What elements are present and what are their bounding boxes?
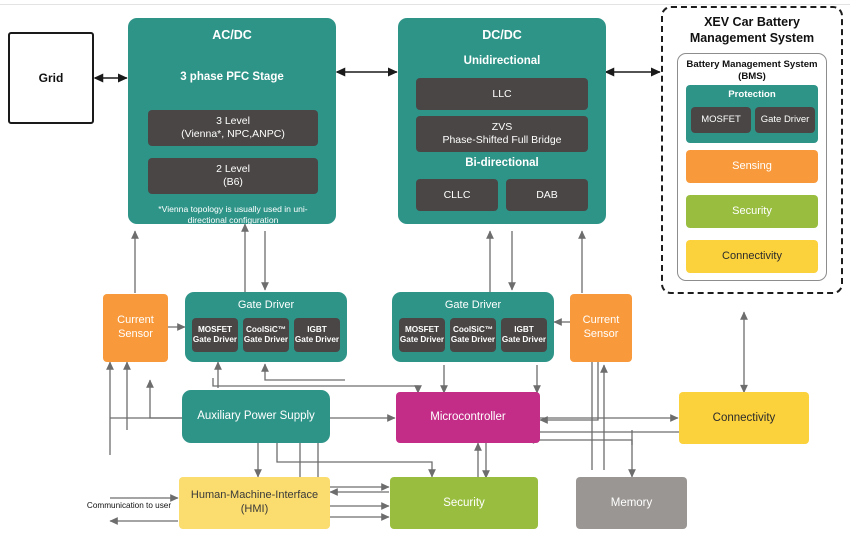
- acdc-footnote-line1: *Vienna topology is usually used in uni-: [158, 204, 308, 214]
- dcdc-cllc-label: CLLC: [443, 188, 471, 201]
- hmi-line2: (HMI): [240, 503, 269, 515]
- acdc-2level-line1: 2 Level: [216, 163, 250, 176]
- dcdc-unidirectional-label: Unidirectional: [463, 55, 541, 67]
- memory-label: Memory: [610, 496, 653, 509]
- acdc-title: AC/DC: [212, 28, 252, 42]
- gdl-mosfet-line1: MOSFET: [197, 325, 233, 334]
- bms-protection-mosfet[interactable]: MOSFET: [691, 107, 751, 133]
- bms-protection-title: Protection: [728, 89, 776, 100]
- gate-driver-left-title: Gate Driver: [237, 299, 295, 311]
- gdr-coolsic-line2: Gate Driver: [450, 335, 496, 344]
- current-sensor-left[interactable]: Current Sensor: [103, 294, 168, 362]
- hmi-line1: Human-Machine-Interface: [190, 489, 319, 502]
- connectivity-label: Connectivity: [712, 411, 776, 424]
- gdr-coolsic-line1: CoolSiC™: [452, 325, 494, 334]
- gate-driver-right[interactable]: Gate Driver MOSFET Gate Driver CoolSiC™ …: [392, 292, 554, 362]
- acdc-3level-line2: (Vienna*, NPC,ANPC): [181, 128, 285, 140]
- dcdc-block[interactable]: DC/DC Unidirectional LLC ZVS Phase-Shift…: [398, 18, 606, 224]
- acdc-footnote-line2: directional configuration: [187, 215, 279, 225]
- dcdc-cllc[interactable]: CLLC: [416, 179, 498, 211]
- hmi-block[interactable]: Human-Machine-Interface (HMI): [179, 477, 330, 529]
- current-sensor-left-line2: Sensor: [118, 328, 153, 340]
- gdl-igbt-line2: Gate Driver: [294, 335, 340, 344]
- dcdc-bidirectional-label: Bi-directional: [465, 157, 539, 169]
- grid-label: Grid: [38, 70, 64, 85]
- acdc-topology-2level[interactable]: 2 Level (B6): [148, 158, 318, 194]
- bms-security-block[interactable]: Security: [686, 195, 818, 228]
- dcdc-llc-label: LLC: [492, 87, 512, 100]
- gdl-coolsic-line2: Gate Driver: [243, 335, 289, 344]
- security-label: Security: [443, 496, 485, 509]
- bms-protection-gatedriver-label: Gate Driver: [760, 114, 810, 126]
- gdr-mosfet-line2: Gate Driver: [399, 335, 445, 344]
- auxiliary-power-supply-block[interactable]: Auxiliary Power Supply: [182, 390, 330, 443]
- gate-driver-left-igbt[interactable]: IGBT Gate Driver: [294, 318, 340, 352]
- top-divider: [0, 4, 850, 5]
- communication-to-user-label: Communication to user: [86, 501, 172, 510]
- microcontroller-label: Microcontroller: [430, 411, 506, 424]
- gate-driver-right-coolsic[interactable]: CoolSiC™ Gate Driver: [450, 318, 496, 352]
- dcdc-dab[interactable]: DAB: [506, 179, 588, 211]
- gate-driver-right-mosfet[interactable]: MOSFET Gate Driver: [399, 318, 445, 352]
- wire-mem-mcu: [532, 436, 633, 445]
- current-sensor-right[interactable]: Current Sensor: [570, 294, 632, 362]
- dcdc-zvs-line2: Phase-Shifted Full Bridge: [442, 134, 562, 146]
- bms-inner-title-line2: System (BMS): [738, 59, 818, 83]
- gdl-mosfet-line2: Gate Driver: [192, 335, 238, 344]
- bms-inner-title: Battery Management System (BMS): [682, 59, 822, 84]
- gdr-mosfet-line1: MOSFET: [404, 325, 440, 334]
- memory-block[interactable]: Memory: [576, 477, 687, 529]
- auxiliary-power-supply-label: Auxiliary Power Supply: [197, 410, 315, 423]
- xev-bms-title-line1: XEV Car Battery: [704, 15, 800, 29]
- bms-connectivity-label: Connectivity: [722, 249, 782, 262]
- dcdc-dab-label: DAB: [536, 188, 558, 201]
- gate-driver-left-coolsic[interactable]: CoolSiC™ Gate Driver: [243, 318, 289, 352]
- bms-inner-title-line1: Battery Management: [686, 59, 781, 70]
- acdc-2level-line2: (B6): [223, 176, 243, 188]
- dcdc-title: DC/DC: [482, 28, 522, 42]
- dcdc-zvs-line1: ZVS: [491, 121, 513, 134]
- xev-bms-title-line2: Management System: [689, 31, 815, 46]
- current-sensor-right-line2: Sensor: [583, 328, 619, 340]
- connectivity-block[interactable]: Connectivity: [679, 392, 809, 444]
- microcontroller-block[interactable]: Microcontroller: [396, 392, 540, 443]
- bms-protection-gate-driver[interactable]: Gate Driver: [755, 107, 815, 133]
- wire-mcu-gdl2: [261, 363, 345, 381]
- current-sensor-left-line1: Current: [117, 314, 154, 327]
- gate-driver-left[interactable]: Gate Driver MOSFET Gate Driver CoolSiC™ …: [185, 292, 347, 362]
- gdl-coolsic-line1: CoolSiC™: [245, 325, 287, 334]
- bms-sensing-block[interactable]: Sensing: [686, 150, 818, 183]
- wire-aux-sec: [276, 443, 436, 478]
- gate-driver-right-title: Gate Driver: [444, 299, 502, 311]
- acdc-topology-3level[interactable]: 3 Level (Vienna*, NPC,ANPC): [148, 110, 318, 146]
- dcdc-zvs[interactable]: ZVS Phase-Shifted Full Bridge: [416, 116, 588, 152]
- gdr-igbt-line2: Gate Driver: [501, 335, 547, 344]
- gate-driver-left-mosfet[interactable]: MOSFET Gate Driver: [192, 318, 238, 352]
- bms-connectivity-block[interactable]: Connectivity: [686, 240, 818, 273]
- wire-csr-mcu: [539, 362, 599, 424]
- acdc-block[interactable]: AC/DC 3 phase PFC Stage 3 Level (Vienna*…: [128, 18, 336, 226]
- current-sensor-right-line1: Current: [582, 314, 620, 327]
- acdc-3level-line1: 3 Level: [216, 115, 250, 128]
- acdc-subtitle: 3 phase PFC Stage: [180, 71, 284, 83]
- bms-protection-mosfet-label: MOSFET: [701, 114, 741, 126]
- gdr-igbt-line1: IGBT: [514, 325, 534, 334]
- dcdc-llc[interactable]: LLC: [416, 78, 588, 110]
- bms-sensing-label: Sensing: [732, 159, 772, 172]
- grid-block[interactable]: Grid: [8, 32, 94, 124]
- acdc-footnote: *Vienna topology is usually used in uni-…: [142, 204, 324, 226]
- gate-driver-right-igbt[interactable]: IGBT Gate Driver: [501, 318, 547, 352]
- xev-bms-title: XEV Car Battery Management System: [666, 14, 838, 47]
- gdl-igbt-line1: IGBT: [307, 325, 327, 334]
- bms-protection-group[interactable]: Protection MOSFET Gate Driver: [686, 85, 818, 143]
- security-block[interactable]: Security: [390, 477, 538, 529]
- bms-security-label: Security: [732, 204, 772, 217]
